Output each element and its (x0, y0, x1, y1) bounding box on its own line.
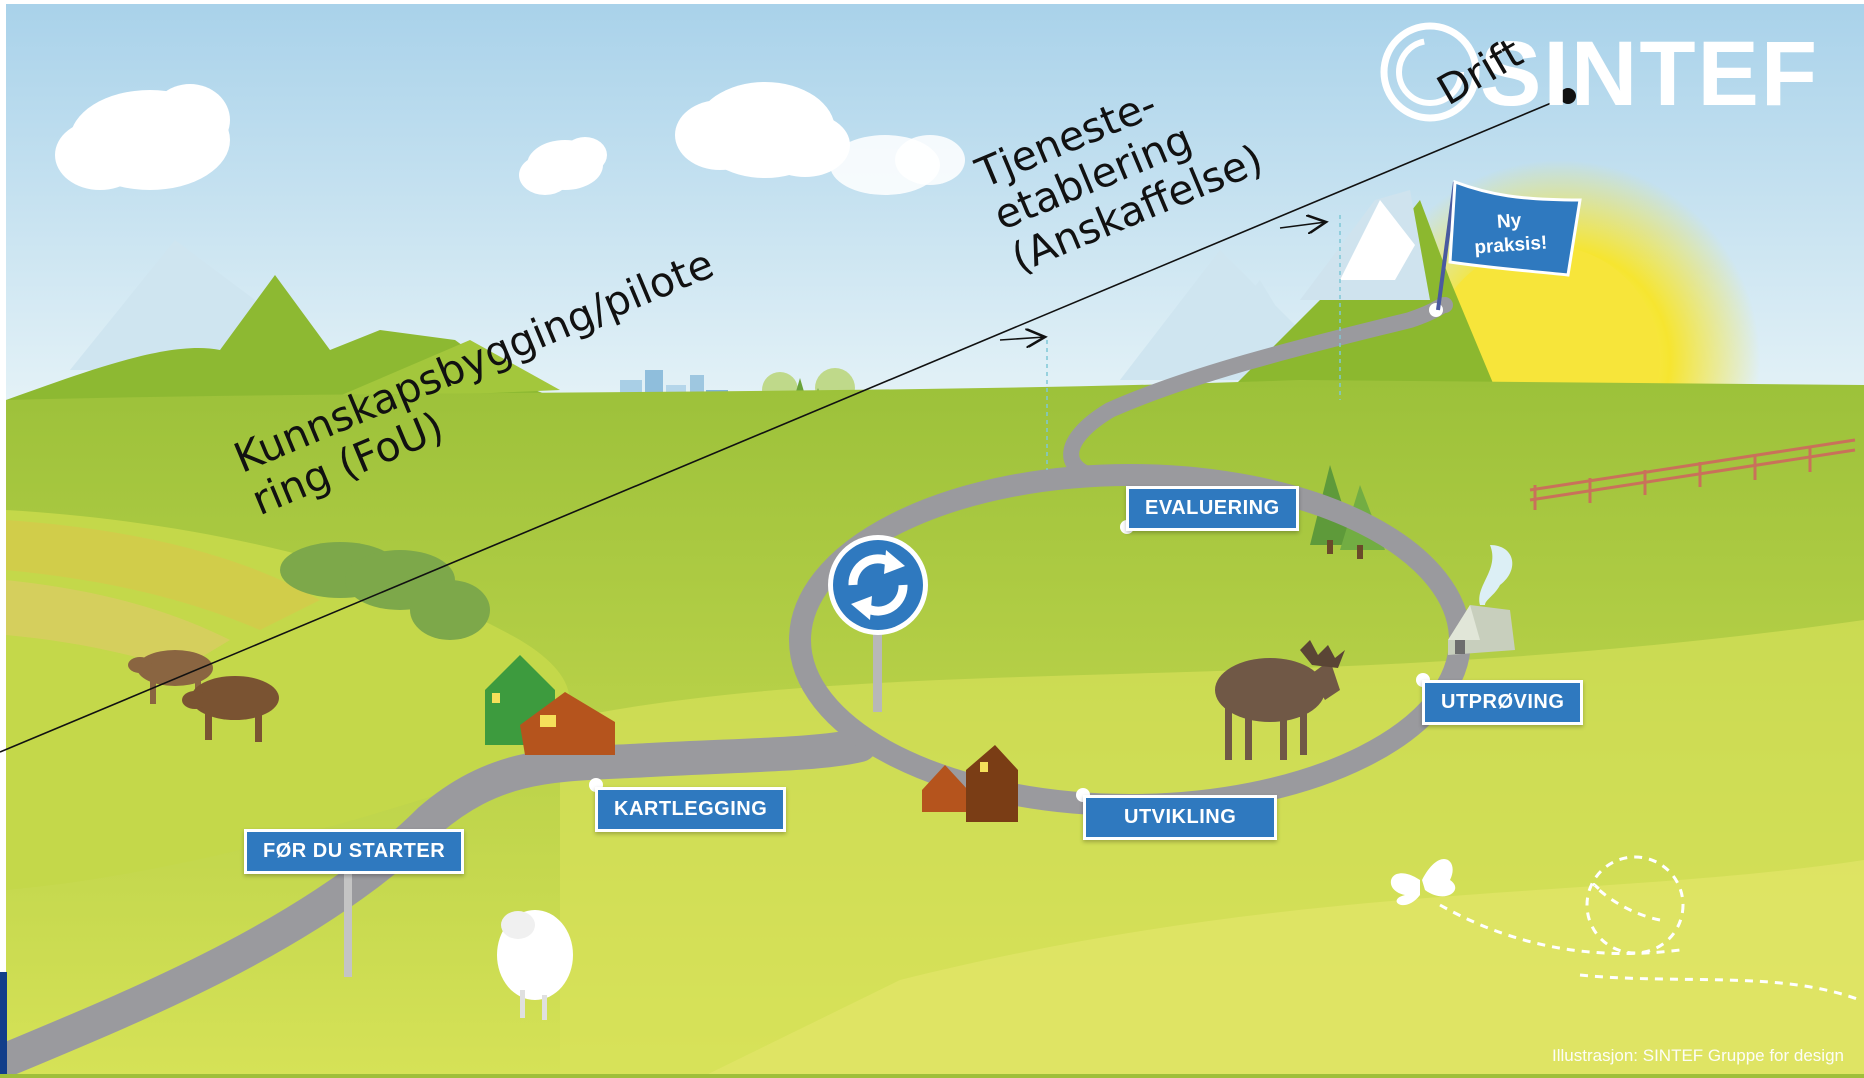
start-sign-pole (344, 865, 352, 977)
butterfly-loop (1585, 855, 1685, 955)
butterfly (1390, 859, 1456, 906)
left-edge-bar (0, 972, 7, 1078)
houses-left (485, 655, 615, 755)
sign-evaluation: EVALUERING (1126, 486, 1299, 531)
fields (6, 520, 320, 670)
flag-label: Ny praksis! (1473, 210, 1548, 259)
illustration-credit: Illustrasjon: SINTEF Gruppe for design (1552, 1046, 1844, 1065)
houses-center (922, 745, 1018, 822)
phase-arrow-head-1 (999, 337, 1045, 340)
sintef-logo-icon (1380, 22, 1480, 122)
hill-front (700, 860, 1864, 1078)
clouds (55, 82, 965, 195)
sign-mapping: KARTLEGGING (595, 787, 787, 832)
phase-arrow-head-2 (1279, 222, 1326, 228)
snowy-peak (1300, 190, 1430, 300)
phase-end-dot (1560, 88, 1576, 104)
sign-before-start: FØR DU STARTER (244, 829, 465, 874)
moose (1215, 640, 1345, 760)
sign-development: UTVIKLING (1083, 795, 1278, 840)
bushes (280, 542, 490, 640)
flag (1448, 179, 1582, 277)
bottom-strip (0, 1074, 1864, 1078)
cows (128, 650, 279, 742)
sintef-logo: SINTEF (1480, 23, 1820, 125)
fence (1529, 438, 1856, 510)
sheep (497, 910, 573, 1020)
butterfly-trail (1439, 883, 1681, 956)
roundabout-icon (828, 535, 928, 635)
sign-pole (873, 630, 882, 712)
cottage (1448, 545, 1515, 655)
phase-arrow-line (0, 95, 1569, 753)
sign-testing: UTPRØVING (1422, 680, 1584, 725)
green-mountains (6, 200, 1500, 420)
